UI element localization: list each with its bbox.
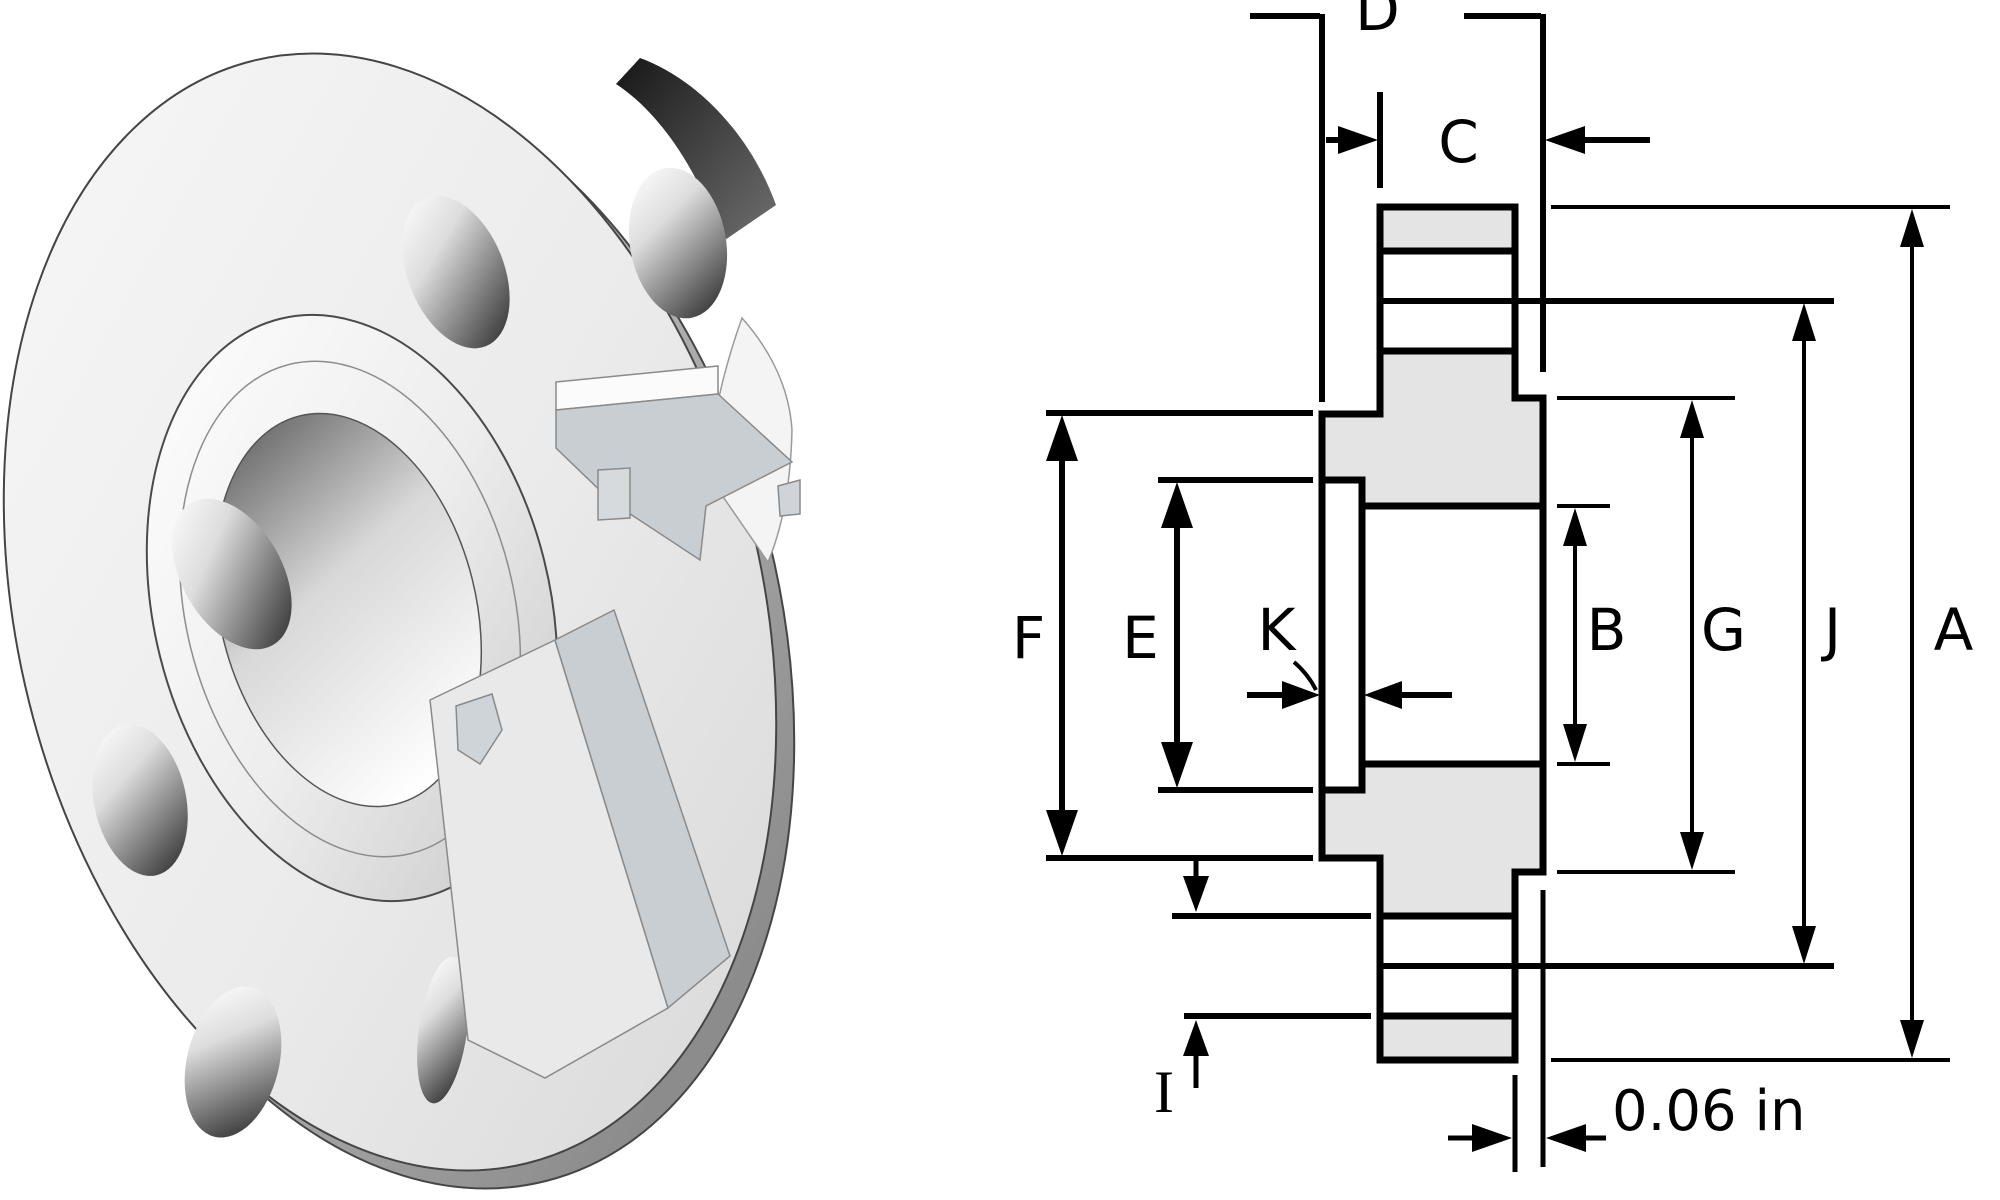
flange-section-drawing: D C F E — [1012, 0, 1975, 1172]
dim-label-D: D — [1355, 0, 1401, 44]
cut-notch-step-right — [777, 479, 801, 517]
bolt-hole — [628, 167, 728, 319]
section-fill — [1322, 207, 1543, 1060]
dim-label-K: K — [1257, 596, 1297, 664]
rim-cut-shadow — [616, 58, 776, 242]
dim-label-F: F — [1012, 604, 1046, 672]
dimension-B: B — [1557, 504, 1628, 766]
bolt-hole-sectioned — [417, 956, 469, 1104]
cut-face-lower-gray — [554, 608, 731, 1010]
dim-label-J: J — [1821, 596, 1842, 664]
raised-face-note: 0.06 in — [1612, 1079, 1806, 1144]
bolt-hole — [172, 498, 292, 650]
flange-3d-view — [2, 52, 801, 1190]
cut-notch-tab-lower — [455, 693, 503, 766]
dim-label-C: C — [1438, 108, 1480, 176]
bolt-hole — [402, 195, 510, 349]
dimension-K: K — [1247, 596, 1452, 709]
dimension-E: E — [1122, 477, 1313, 793]
cut-notch-tab — [597, 467, 631, 521]
dimension-I: I — [1154, 856, 1371, 1125]
dim-label-G: G — [1701, 596, 1747, 664]
flange-profile-outline — [1318, 203, 1547, 1064]
dimension-J: J — [1792, 303, 1842, 964]
dim-label-E: E — [1122, 604, 1160, 672]
bolt-hole-centerlines — [1380, 298, 1834, 969]
dim-label-A: A — [1934, 596, 1975, 664]
bore-opening — [213, 412, 483, 808]
bolt-hole — [92, 724, 188, 876]
socket-rim-step — [178, 360, 522, 858]
dimension-A: A — [1551, 205, 1975, 1062]
dimension-D: D — [1250, 0, 1541, 402]
dimension-C: C — [1326, 14, 1650, 372]
bolt-hole — [184, 986, 282, 1138]
dim-label-B: B — [1587, 596, 1628, 664]
cut-face-chevron — [555, 393, 794, 562]
dimension-G: G — [1557, 396, 1747, 874]
dimension-F: F — [1012, 410, 1313, 861]
dimension-raised-face: 0.06 in — [1448, 890, 1806, 1172]
dim-label-I: I — [1154, 1059, 1174, 1125]
